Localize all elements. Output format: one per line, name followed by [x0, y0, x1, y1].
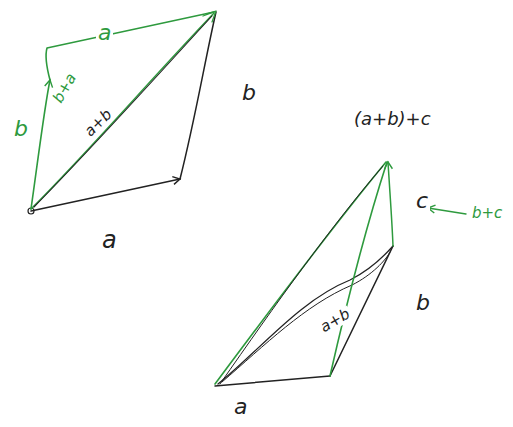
vector-label: a+b	[81, 105, 117, 141]
vector-label: a	[100, 228, 119, 252]
a-plus-b-wiggle-2	[222, 252, 390, 382]
vector-label: a+b	[316, 305, 354, 336]
vector-a-2	[215, 376, 330, 386]
tip-mark	[203, 11, 216, 22]
vector-label: b+c	[470, 206, 504, 221]
vector-a	[31, 179, 180, 211]
green-b-plus-c	[330, 162, 387, 376]
vector-label: b	[240, 82, 258, 104]
green-a	[46, 12, 214, 80]
vector-label: a	[96, 22, 113, 44]
sum-line	[220, 166, 383, 384]
vector-label: (a+b)+c	[352, 110, 433, 128]
vector-b	[180, 12, 216, 179]
vector-label: b	[12, 118, 30, 140]
vector-c	[388, 162, 393, 246]
green-b-plus-a	[31, 13, 214, 209]
green-b	[31, 80, 50, 209]
leader-arrow	[428, 208, 466, 214]
green-sum	[215, 162, 386, 384]
a-plus-b-wiggle	[218, 246, 393, 384]
a-plus-b-line	[34, 16, 212, 207]
vector-label: c	[414, 190, 430, 212]
vector-label: b+a	[50, 69, 81, 107]
vector-label: b	[414, 292, 432, 314]
vector-label: a	[232, 396, 249, 418]
